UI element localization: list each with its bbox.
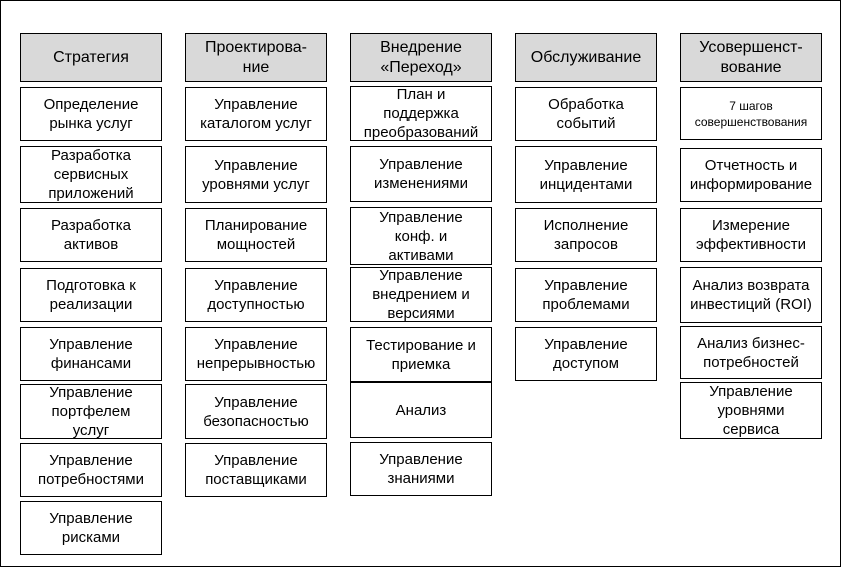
process-box: Управление знаниями	[350, 442, 492, 496]
process-box: Управление внедрением и версиями	[350, 267, 492, 322]
process-box: 7 шагов совершенствования	[680, 87, 822, 140]
process-box: Тестирование и приемка	[350, 327, 492, 382]
process-box: Подготовка к реализации	[20, 268, 162, 322]
process-box: Разработка активов	[20, 208, 162, 262]
process-box: Разработка сервисных приложений	[20, 146, 162, 203]
process-box: Обработка событий	[515, 87, 657, 141]
column-header: Внедрение «Переход»	[350, 33, 492, 82]
process-box: Управление доступностью	[185, 268, 327, 322]
process-box: Анализ бизнес- потребностей	[680, 326, 822, 379]
process-box: Управление финансами	[20, 327, 162, 381]
process-box: Измерение эффективности	[680, 208, 822, 262]
column-header: Усовершенст- вование	[680, 33, 822, 82]
process-box: Управление проблемами	[515, 268, 657, 322]
process-box: Управление портфелем услуг	[20, 384, 162, 439]
process-box: Управление доступом	[515, 327, 657, 381]
column-header: Обслуживание	[515, 33, 657, 82]
process-box: Управление изменениями	[350, 146, 492, 202]
process-box: Управление уровнями услуг	[185, 146, 327, 203]
process-box: Управление поставщиками	[185, 443, 327, 497]
process-box: Планирование мощностей	[185, 208, 327, 262]
process-box: Определение рынка услуг	[20, 87, 162, 141]
process-box: Анализ	[350, 382, 492, 438]
process-box: Управление безопасностью	[185, 384, 327, 439]
process-box: Отчетность и информирование	[680, 148, 822, 202]
process-box: Исполнение запросов	[515, 208, 657, 262]
process-box: Управление каталогом услуг	[185, 87, 327, 141]
process-box: Управление рисками	[20, 501, 162, 555]
process-box: Анализ возврата инвестиций (ROI)	[680, 267, 822, 323]
process-box: Управление потребностями	[20, 443, 162, 497]
process-box: Управление непрерывностью	[185, 327, 327, 381]
process-box: План и поддержка преобразований	[350, 86, 492, 141]
column-header: Проектирова- ние	[185, 33, 327, 82]
process-box: Управление уровнями сервиса	[680, 382, 822, 439]
process-box: Управление конф. и активами	[350, 207, 492, 265]
process-box: Управление инцидентами	[515, 146, 657, 203]
column-header: Стратегия	[20, 33, 162, 82]
